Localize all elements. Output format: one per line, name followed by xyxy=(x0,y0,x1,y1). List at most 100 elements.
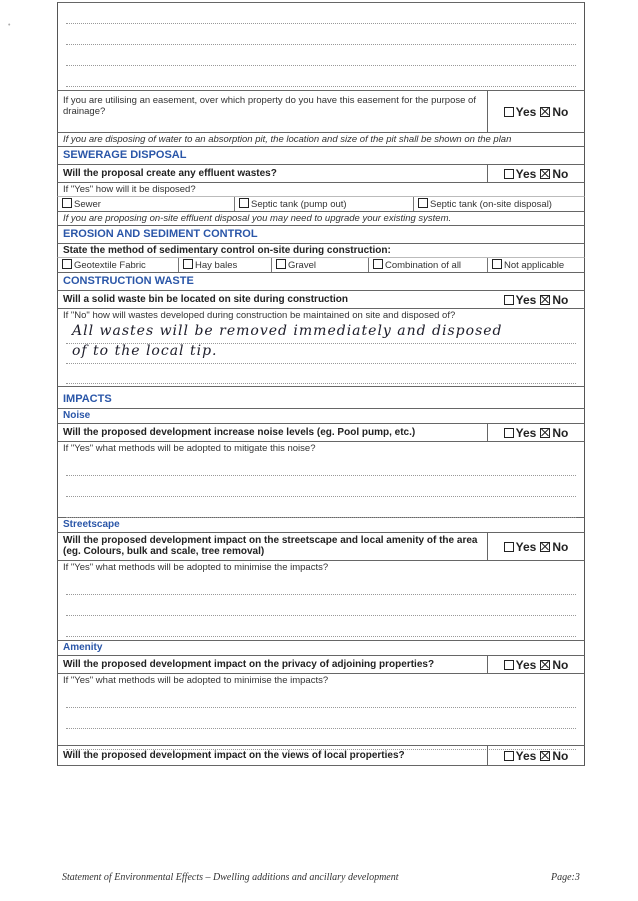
noise-question-row: Will the proposed development increase n… xyxy=(57,424,585,442)
noise-label: Noise xyxy=(63,410,91,421)
sewerage-question-row: Will the proposal create any effluent wa… xyxy=(57,165,585,183)
yes-option[interactable]: Yes xyxy=(503,749,536,763)
erosion-heading: EROSION AND SEDIMENT CONTROL xyxy=(63,228,258,240)
dotted-line[interactable] xyxy=(66,616,576,637)
footer-title: Statement of Environmental Effects – Dwe… xyxy=(62,872,399,883)
sewerage-options: Sewer Septic tank (pump out) Septic tank… xyxy=(57,197,585,212)
option-sewer[interactable]: Sewer xyxy=(58,197,235,211)
absorption-note: If you are disposing of water to an abso… xyxy=(63,134,512,145)
no-option[interactable]: No xyxy=(540,426,568,440)
views-question-row: Will the proposed development impact on … xyxy=(57,746,585,766)
noise-label-row: Noise xyxy=(57,409,585,424)
amenity-yes-no: Yes No xyxy=(487,656,584,673)
dotted-line[interactable] xyxy=(66,595,576,616)
no-option[interactable]: No xyxy=(540,167,568,181)
amenity-question: Will the proposed development impact on … xyxy=(63,659,435,670)
construction-heading: CONSTRUCTION WASTE xyxy=(63,275,194,287)
views-question: Will the proposed development impact on … xyxy=(63,750,405,761)
dotted-line[interactable] xyxy=(66,45,576,66)
no-option[interactable]: No xyxy=(540,658,568,672)
impacts-heading-row: IMPACTS xyxy=(57,387,585,409)
yes-option[interactable]: Yes xyxy=(503,540,536,554)
handwritten-answer-line1: All wastes will be removed immediately a… xyxy=(72,323,503,339)
dotted-line[interactable] xyxy=(66,455,576,476)
dotted-line[interactable] xyxy=(66,363,576,384)
noise-question: Will the proposed development increase n… xyxy=(63,427,416,438)
option-hay-bales[interactable]: Hay bales xyxy=(179,258,272,272)
dotted-line[interactable] xyxy=(66,687,576,708)
checkbox-yes[interactable] xyxy=(503,106,514,117)
yes-option[interactable]: Yes xyxy=(503,658,536,672)
easement-row: If you are utilising an easement, over w… xyxy=(57,91,585,133)
erosion-options: Geotextile Fabric Hay bales Gravel Combi… xyxy=(57,258,585,273)
dotted-line[interactable] xyxy=(66,323,576,344)
checkbox-no-checked[interactable] xyxy=(540,106,551,117)
dotted-line[interactable] xyxy=(66,476,576,497)
erosion-question: State the method of sedimentary control … xyxy=(63,245,391,256)
dotted-line[interactable] xyxy=(66,24,576,45)
dotted-line[interactable] xyxy=(66,574,576,595)
streetscape-answer-area: If "Yes" what methods will be adopted to… xyxy=(57,561,585,641)
option-not-applicable[interactable]: Not applicable xyxy=(488,258,568,272)
option-gravel[interactable]: Gravel xyxy=(272,258,369,272)
top-lines xyxy=(57,2,585,91)
yes-option[interactable]: Yes xyxy=(503,293,536,307)
sewerage-followup: If "Yes" how will it be disposed? xyxy=(63,184,196,195)
construction-followup: If "No" how will wastes developed during… xyxy=(63,310,456,321)
construction-question-row: Will a solid waste bin be located on sit… xyxy=(57,291,585,309)
amenity-label-row: Amenity xyxy=(57,641,585,656)
amenity-followup: If "Yes" what methods will be adopted to… xyxy=(63,675,329,686)
sewerage-yes-no: Yes No xyxy=(487,165,584,182)
sewerage-followup-row: If "Yes" how will it be disposed? xyxy=(57,183,585,197)
dotted-line[interactable] xyxy=(66,66,576,87)
dotted-line[interactable] xyxy=(66,343,576,364)
erosion-question-row: State the method of sedimentary control … xyxy=(57,244,585,258)
page-number: Page:3 xyxy=(551,872,580,883)
amenity-answer-area: If "Yes" what methods will be adopted to… xyxy=(57,674,585,750)
yes-option[interactable]: Yes xyxy=(503,426,536,440)
option-geotextile[interactable]: Geotextile Fabric xyxy=(58,258,179,272)
sewerage-question: Will the proposal create any effluent wa… xyxy=(63,168,277,179)
no-option[interactable]: No xyxy=(540,105,568,119)
erosion-heading-row: EROSION AND SEDIMENT CONTROL xyxy=(57,226,585,244)
construction-answer-area: If "No" how will wastes developed during… xyxy=(57,309,585,387)
amenity-question-row: Will the proposed development impact on … xyxy=(57,656,585,674)
yes-option[interactable]: Yes xyxy=(503,167,536,181)
noise-yes-no: Yes No xyxy=(487,424,584,441)
construction-yes-no: Yes No xyxy=(488,291,584,308)
option-combination[interactable]: Combination of all xyxy=(369,258,488,272)
dotted-line[interactable] xyxy=(66,708,576,729)
dotted-line[interactable] xyxy=(66,497,576,518)
no-option[interactable]: No xyxy=(540,749,568,763)
construction-question: Will a solid waste bin be located on sit… xyxy=(63,294,348,305)
yes-option[interactable]: Yes xyxy=(503,105,536,119)
absorption-note-row: If you are disposing of water to an abso… xyxy=(57,133,585,147)
no-option[interactable]: No xyxy=(540,540,568,554)
impacts-heading: IMPACTS xyxy=(63,393,112,405)
option-septic-on-site[interactable]: Septic tank (on-site disposal) xyxy=(414,197,556,211)
views-yes-no: Yes No xyxy=(487,746,584,765)
streetscape-question-row: Will the proposed development impact on … xyxy=(57,533,585,561)
no-option[interactable]: No xyxy=(540,293,568,307)
easement-yes-no: Yes No xyxy=(487,91,584,132)
streetscape-yes-no: Yes No xyxy=(487,533,584,560)
scan-mark: • xyxy=(8,22,11,29)
noise-followup: If "Yes" what methods will be adopted to… xyxy=(63,443,316,454)
noise-answer-area: If "Yes" what methods will be adopted to… xyxy=(57,442,585,518)
form: If you are utilising an easement, over w… xyxy=(57,2,585,766)
streetscape-label: Streetscape xyxy=(63,519,120,530)
sewerage-note-row: If you are proposing on-site effluent di… xyxy=(57,212,585,226)
handwritten-answer-line2: of to the local tip. xyxy=(72,343,218,359)
dotted-line[interactable] xyxy=(66,729,576,750)
option-septic-pump-out[interactable]: Septic tank (pump out) xyxy=(235,197,414,211)
streetscape-followup: If "Yes" what methods will be adopted to… xyxy=(63,562,329,573)
sewerage-heading-row: SEWERAGE DISPOSAL xyxy=(57,147,585,165)
streetscape-question: Will the proposed development impact on … xyxy=(63,535,478,557)
sewerage-heading: SEWERAGE DISPOSAL xyxy=(63,149,187,161)
construction-heading-row: CONSTRUCTION WASTE xyxy=(57,273,585,291)
sewerage-note: If you are proposing on-site effluent di… xyxy=(63,213,452,224)
amenity-label: Amenity xyxy=(63,642,103,653)
streetscape-label-row: Streetscape xyxy=(57,518,585,533)
easement-question: If you are utilising an easement, over w… xyxy=(63,95,476,117)
dotted-line[interactable] xyxy=(66,3,576,24)
